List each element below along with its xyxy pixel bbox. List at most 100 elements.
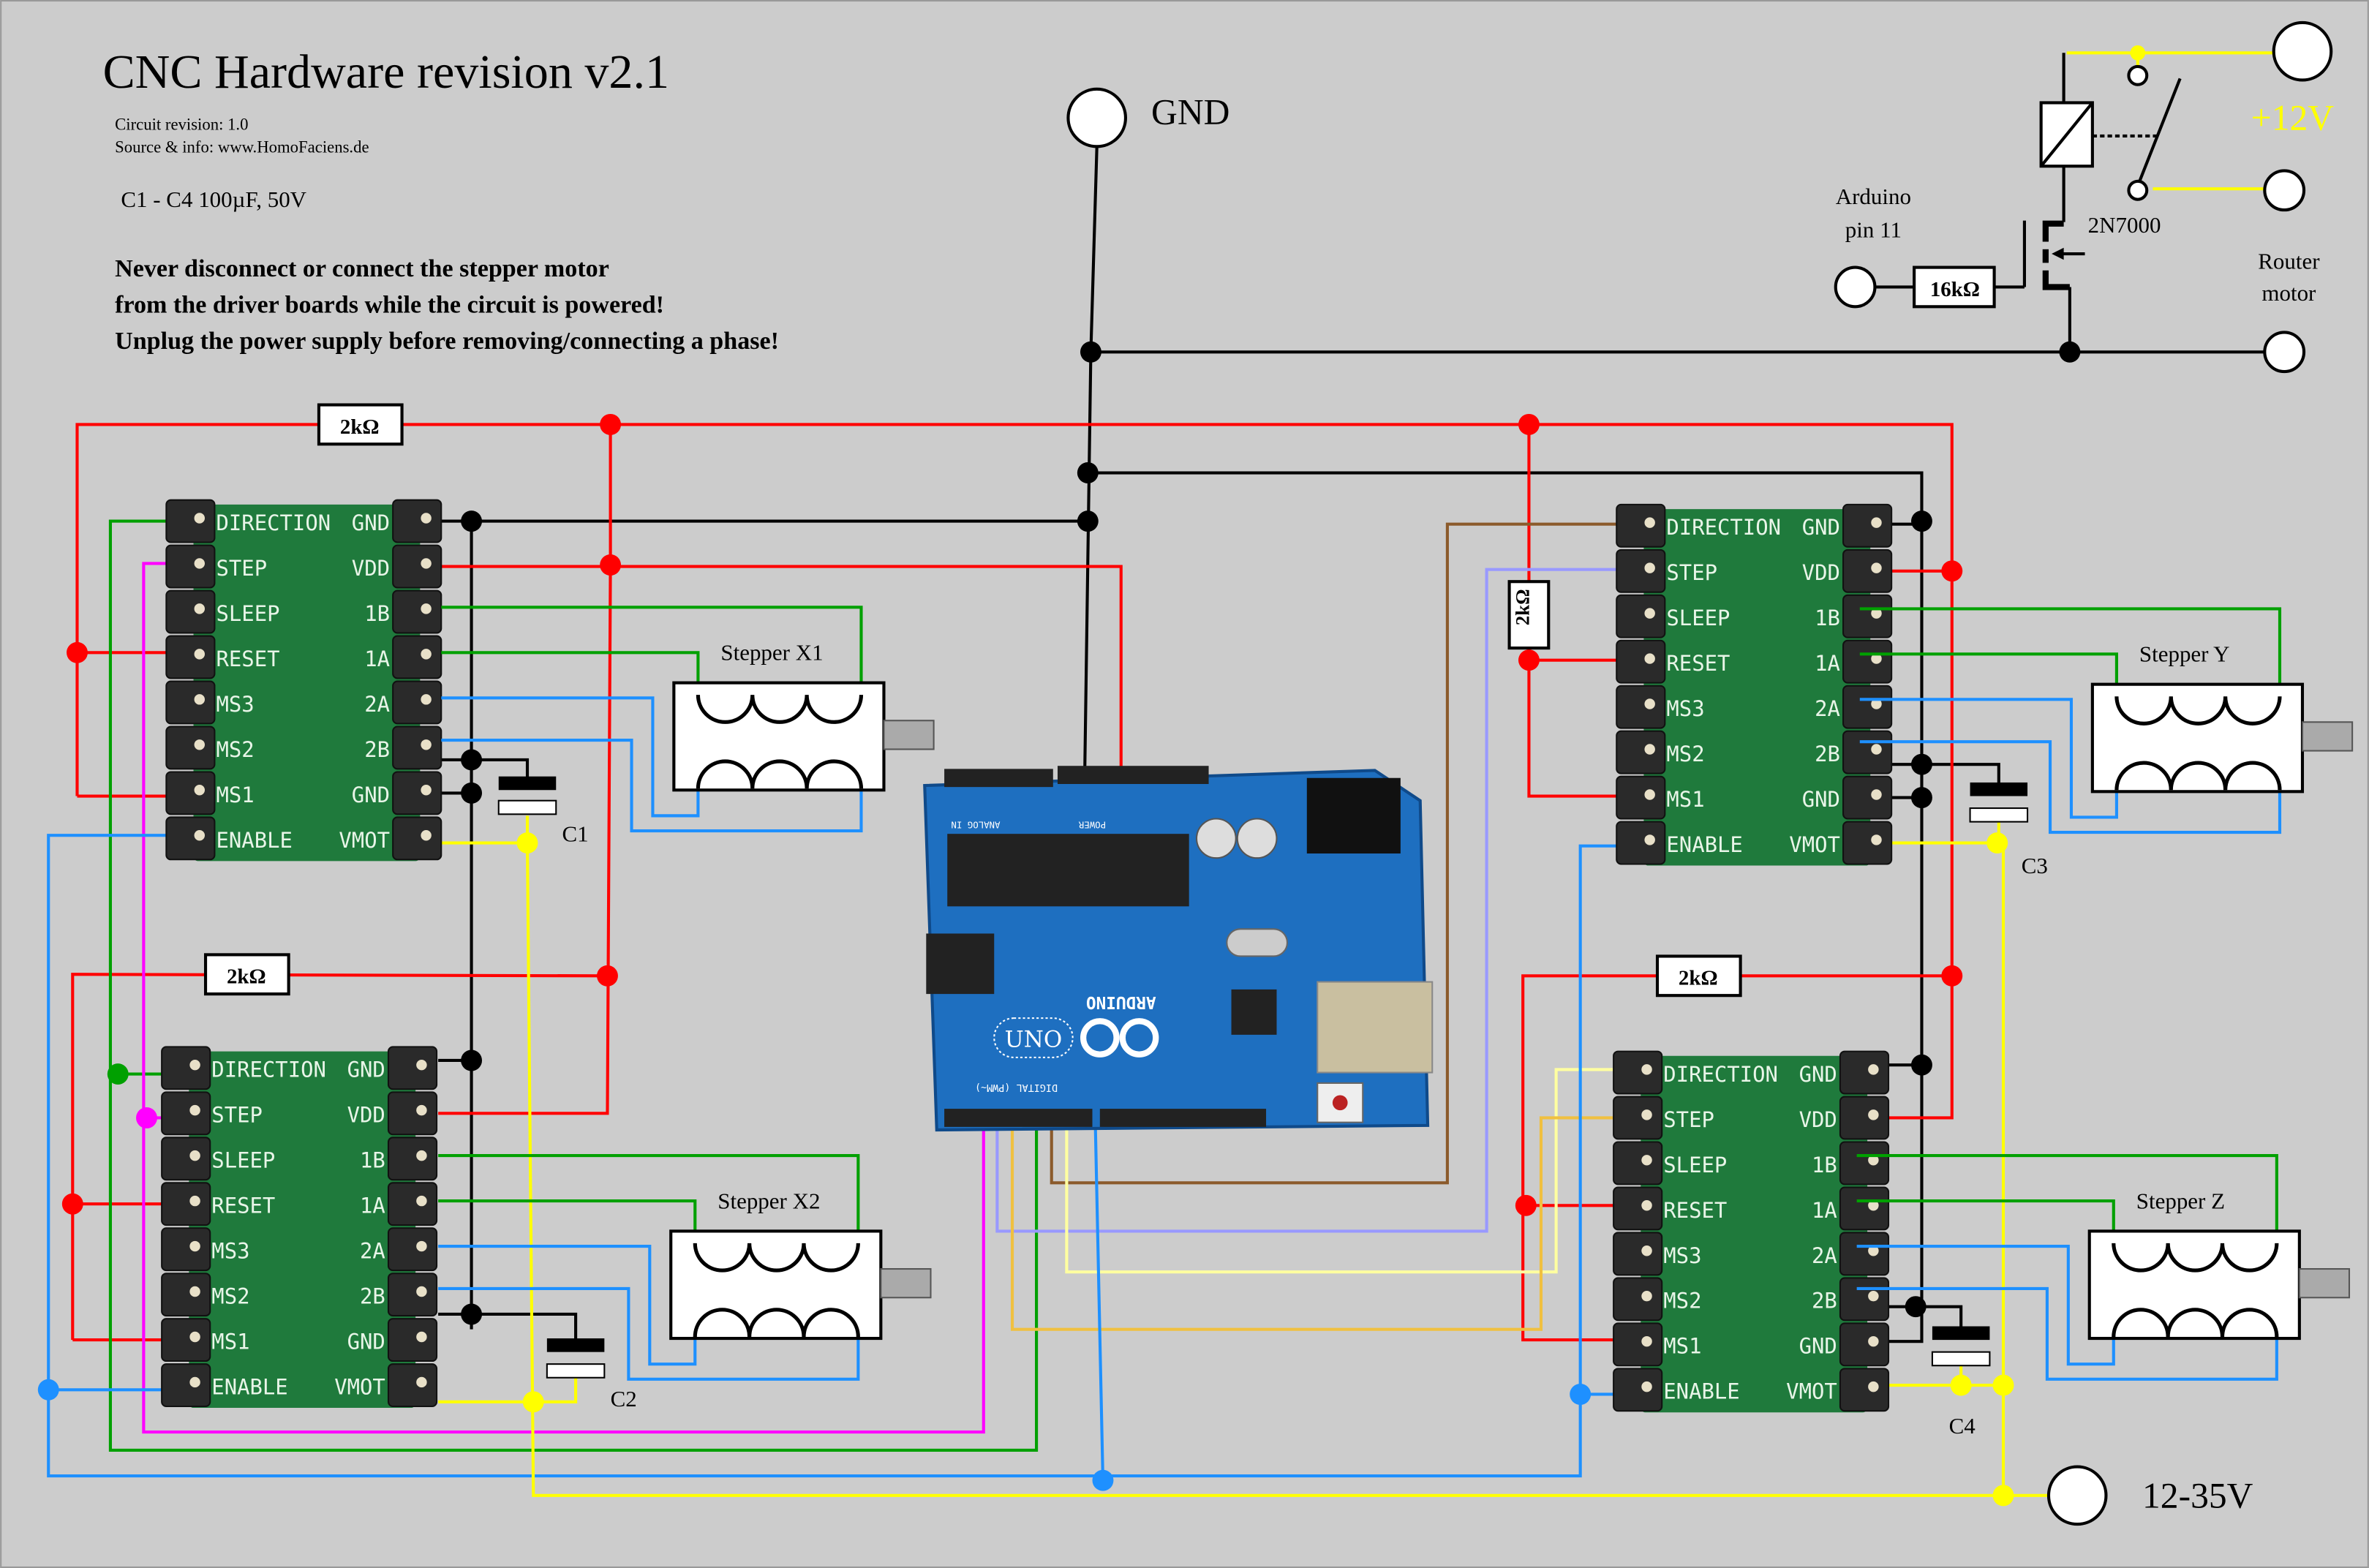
- header-pin: [392, 635, 442, 679]
- coil: [696, 759, 864, 789]
- header-pin: [161, 1227, 211, 1272]
- relay-contact-bottom: [2127, 179, 2149, 201]
- junctions: [37, 341, 2081, 1507]
- header-pin: [1613, 1186, 1663, 1231]
- driver-pin-label: MS3: [1663, 1243, 1701, 1268]
- driver-pin-label: VMOT: [334, 1374, 385, 1399]
- pin-tip: [1641, 1109, 1652, 1120]
- resistor-2k-y: 2kΩ: [1507, 580, 1551, 650]
- driver-pin-label: GND: [1799, 1334, 1837, 1359]
- icsp-header: [926, 933, 995, 995]
- coil: [2112, 1243, 2279, 1273]
- phase-wire: [438, 1244, 697, 1366]
- usb-connector: [1317, 981, 1434, 1074]
- phase-wire: [1856, 1286, 2278, 1381]
- driver-pin-label: 2B: [1815, 742, 1840, 766]
- usb-chip: [1231, 989, 1277, 1035]
- junction-dot: [1092, 1469, 1114, 1491]
- driver-pin-label: 2A: [360, 1239, 385, 1264]
- plus12v-terminal[interactable]: [2272, 20, 2333, 82]
- arduino-pin11-terminal[interactable]: [1834, 265, 1877, 309]
- supply-terminal[interactable]: [2046, 1465, 2108, 1526]
- stepper-shaft: [880, 1267, 932, 1299]
- junction-dot: [461, 782, 483, 804]
- gnd-label: GND: [1151, 91, 1229, 132]
- junction-dot: [1570, 1384, 1592, 1405]
- pin-tip: [1641, 1064, 1652, 1075]
- header-pin: [392, 680, 442, 725]
- header-pin: [1613, 1277, 1663, 1322]
- svg-text:2kΩ: 2kΩ: [340, 415, 380, 439]
- pin-tip: [1644, 608, 1655, 619]
- driver-pin-label: RESET: [211, 1194, 275, 1218]
- direction-wire-z: [1065, 1068, 1638, 1274]
- driver-pin-label: 2A: [364, 692, 390, 717]
- reset-button-icon: [1332, 1095, 1348, 1111]
- pin-tip: [421, 739, 432, 750]
- driver-pin-label: VDD: [347, 1103, 385, 1128]
- stepper-label: Stepper Y: [2139, 641, 2230, 667]
- header-pin: [1839, 1096, 1890, 1140]
- resistor-2k-x2: 2kΩ: [203, 953, 290, 996]
- driver-pin-label: 1B: [360, 1148, 385, 1173]
- driver-pin-label: ENABLE: [1663, 1379, 1739, 1404]
- pin-tip: [189, 1150, 200, 1161]
- driver-boards: DIRECTIONSTEPSLEEPRESETMS3MS2MS1ENABLEGN…: [161, 499, 1893, 1413]
- header-pin: [1839, 1141, 1890, 1186]
- junction-dot: [1911, 753, 1932, 775]
- driver-pin-label: 1A: [364, 647, 390, 671]
- driver-pin-label: RESET: [1666, 651, 1730, 676]
- junction-dot: [600, 554, 622, 576]
- driver-board: DIRECTIONSTEPSLEEPRESETMS3MS2MS1ENABLEGN…: [161, 1046, 438, 1409]
- pin-tip: [194, 785, 206, 796]
- driver-pin-label: GND: [1799, 1062, 1837, 1087]
- header-pin: [1842, 821, 1893, 865]
- arduino-logo-icon: [1119, 1018, 1159, 1058]
- driver-pin-label: STEP: [1663, 1107, 1714, 1132]
- driver-board: DIRECTIONSTEPSLEEPRESETMS3MS2MS1ENABLEGN…: [1613, 1050, 1890, 1413]
- header-pin: [1613, 1096, 1663, 1140]
- page-title: CNC Hardware revision v2.1: [103, 45, 669, 99]
- pin-tip: [416, 1376, 427, 1388]
- pin-tip: [1868, 1335, 1879, 1347]
- phase-wire: [1859, 698, 2118, 819]
- header-pin: [161, 1182, 211, 1226]
- stepper-body: [669, 1229, 883, 1341]
- svg-text:C4: C4: [1949, 1413, 1976, 1439]
- pullup-wire-y: [1527, 424, 1641, 798]
- junction-dot: [1077, 462, 1099, 483]
- header-pin: [1616, 821, 1666, 865]
- driver-pin-label: GND: [347, 1058, 385, 1082]
- step-wire-x: [142, 562, 985, 1434]
- step-wire-y: [995, 568, 1641, 1233]
- gnd-terminal[interactable]: [1066, 87, 1128, 148]
- pin-tip: [421, 829, 432, 841]
- pin-tip: [1871, 517, 1882, 528]
- arduino-model: UNO: [1005, 1026, 1063, 1052]
- junction-dot: [1941, 560, 1963, 582]
- stepper-body: [2090, 682, 2305, 794]
- pin-tip: [1644, 834, 1655, 845]
- pin-tip: [194, 829, 206, 841]
- header-pin: [387, 1363, 438, 1408]
- pin-tip: [1868, 1290, 1879, 1302]
- coil: [693, 1308, 860, 1338]
- pin-tip: [421, 513, 432, 524]
- driver-pin-label: MS1: [1663, 1334, 1701, 1359]
- coil: [2114, 696, 2282, 725]
- header-pin: [392, 544, 442, 589]
- driver-board: DIRECTIONSTEPSLEEPRESETMS3MS2MS1ENABLEGN…: [1616, 503, 1893, 866]
- phase-wire: [441, 696, 700, 818]
- header-pin: [1616, 730, 1666, 774]
- analog-label: ANALOG IN: [951, 820, 1000, 831]
- header-pin: [1842, 594, 1893, 638]
- router-terminal-b[interactable]: [2263, 331, 2306, 374]
- junction-dot: [516, 832, 538, 854]
- header-pin: [161, 1363, 211, 1408]
- capacitor-c1: C1: [497, 776, 589, 846]
- relay-contact-top: [2127, 64, 2149, 86]
- power-jack: [1306, 777, 1401, 854]
- driver-pin-label: ENABLE: [1666, 832, 1742, 857]
- router-terminal-a[interactable]: [2263, 169, 2306, 212]
